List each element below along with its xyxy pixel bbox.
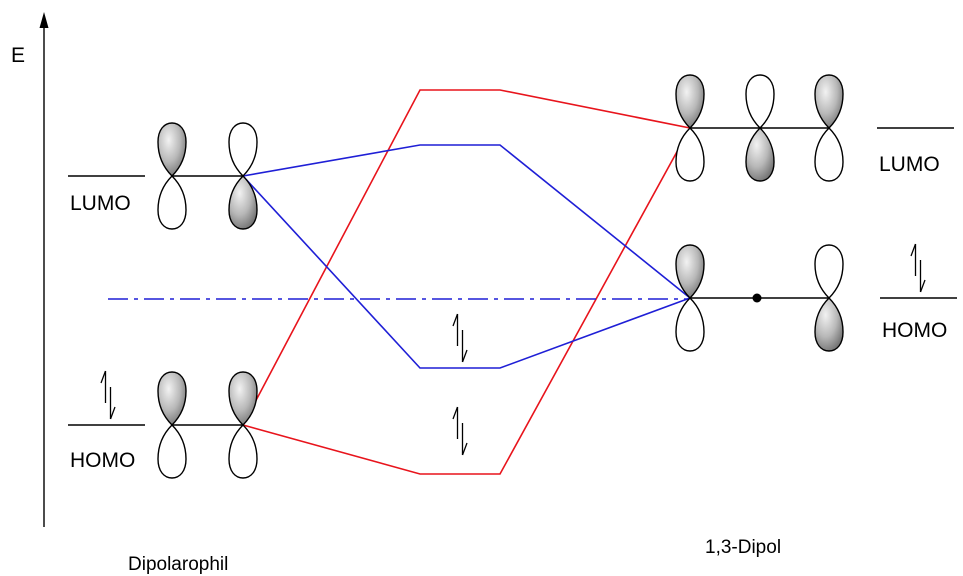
dipole-lumo: LUMO: [675, 74, 954, 182]
axis-arrowhead-icon: [39, 12, 49, 28]
electron-pair-arrows-icon: [100, 370, 116, 420]
dipole-caption: 1,3-Dipol: [705, 537, 781, 558]
dipolarophil-caption: Dipolarophil: [128, 554, 228, 575]
dipole-homo: HOMO: [675, 243, 957, 352]
red-line-lower: [242, 127, 691, 475]
red-line-upper: [242, 89, 691, 426]
red-interaction-lines: [242, 89, 691, 475]
blue-line-upper: [242, 144, 691, 299]
energy-axis-label: E: [11, 44, 25, 67]
dipolarophil-lumo: LUMO: [68, 122, 258, 230]
blue-line-lower: [242, 175, 691, 369]
homo-label: HOMO: [70, 449, 135, 472]
electron-pair-arrows-icon: [910, 243, 926, 293]
lumo-label: LUMO: [70, 192, 131, 215]
homo-label: HOMO: [882, 319, 947, 342]
dipolarophil-homo: HOMO: [68, 370, 258, 479]
electron-pair-arrows-icon: [452, 313, 468, 363]
central-atom-node: [752, 293, 762, 303]
energy-axis: E: [11, 12, 49, 527]
lumo-label: LUMO: [879, 153, 940, 176]
blue-interaction-lines: [242, 144, 691, 369]
electron-pair-arrows-icon: [452, 406, 468, 456]
